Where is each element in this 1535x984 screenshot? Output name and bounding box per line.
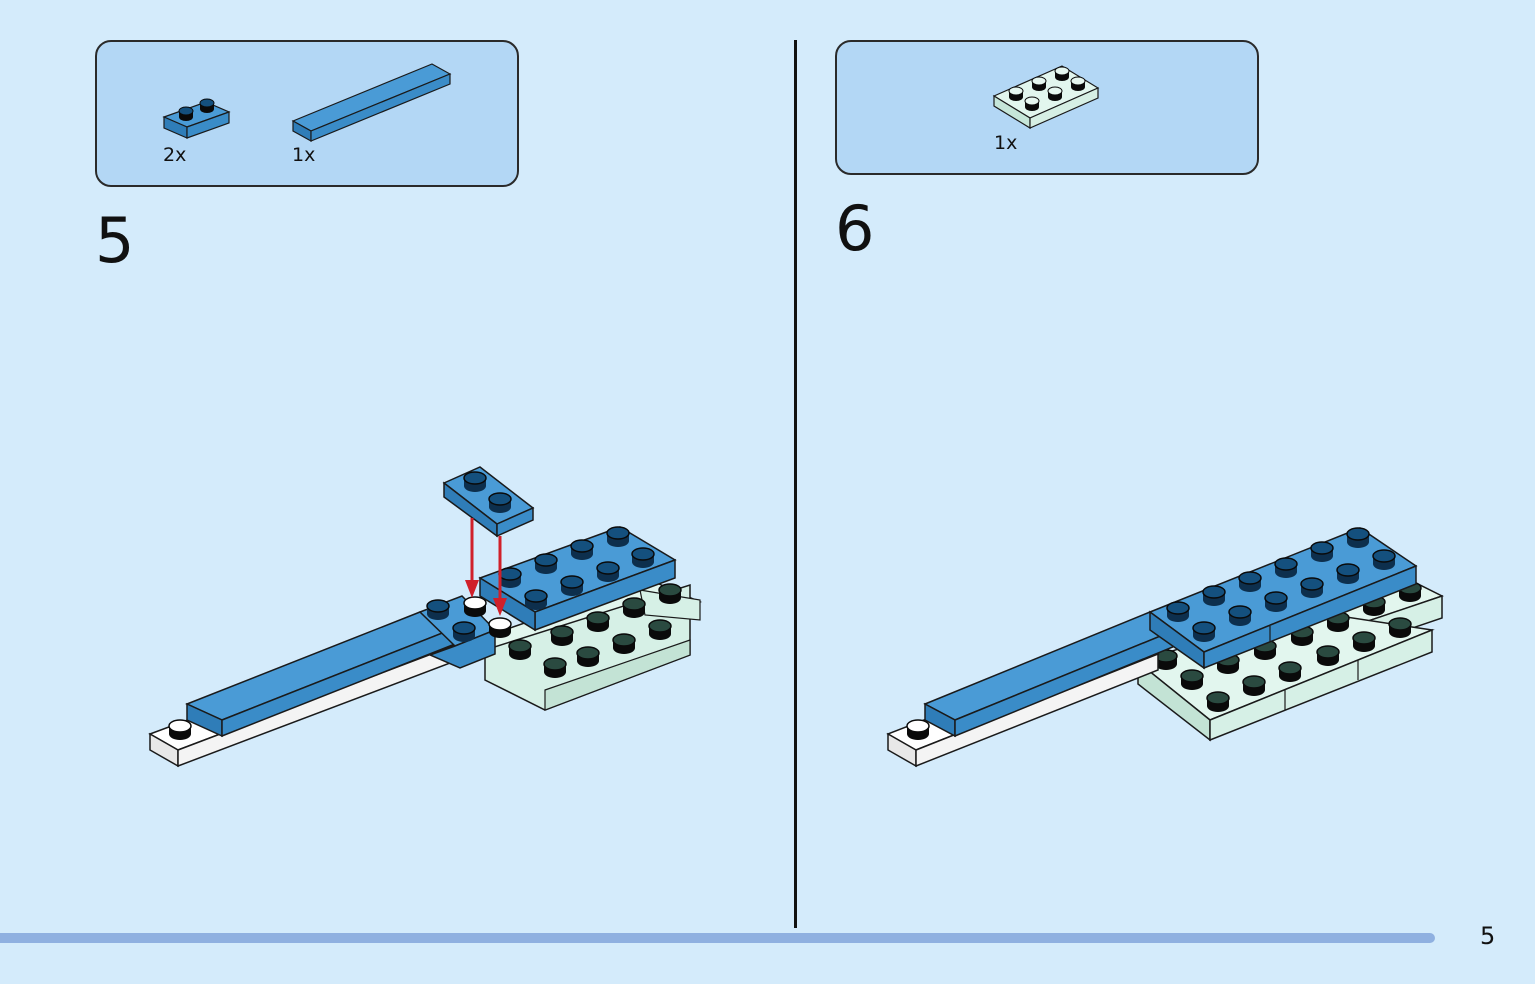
parts-callout-step-5: [95, 40, 519, 187]
step-6-model: [886, 527, 1444, 768]
part-quantity: 1x: [292, 144, 316, 166]
part-quantity: 1x: [994, 132, 1018, 154]
step-5-model: [148, 466, 702, 768]
page-number: 5: [1480, 922, 1496, 950]
page-divider: [794, 40, 797, 928]
placement-arrow: [493, 536, 507, 616]
step-number: 6: [835, 192, 875, 265]
step-number: 5: [95, 204, 135, 277]
blue-plate-1x2-icon: [162, 98, 231, 139]
blue-tile-1x8-icon: [291, 63, 452, 143]
page-progress-bar: [0, 933, 1435, 943]
part-quantity: 2x: [163, 144, 187, 166]
mint-plate-2x3-icon: [992, 65, 1100, 130]
placement-arrow: [465, 518, 479, 598]
